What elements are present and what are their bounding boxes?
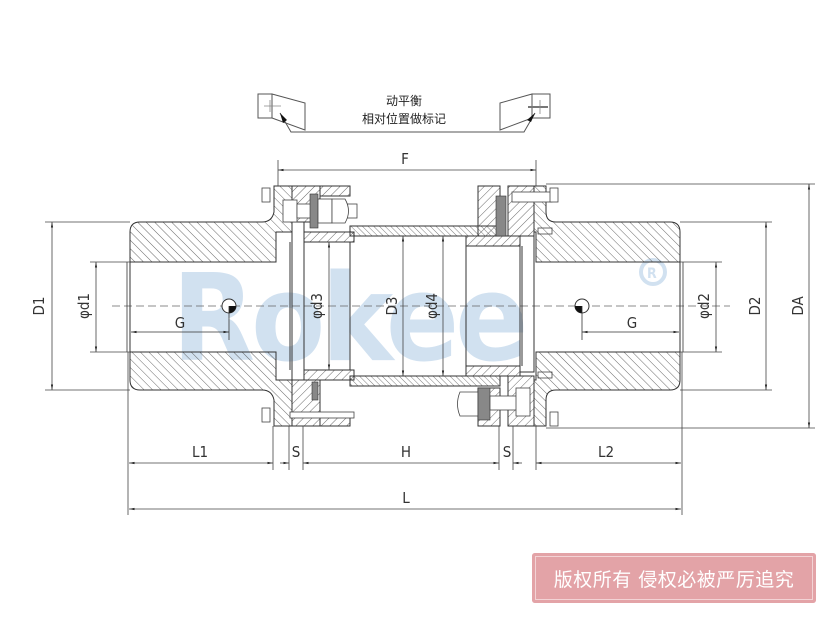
right-flange-assembly bbox=[457, 185, 559, 427]
dim-d3-bore: φd3 bbox=[308, 293, 326, 319]
dim-g-left: G bbox=[175, 314, 185, 332]
svg-text:R: R bbox=[647, 266, 657, 282]
g-marker-left: G bbox=[131, 298, 237, 340]
right-hub bbox=[533, 185, 684, 427]
dim-d2-outer: D2 bbox=[746, 297, 764, 316]
inner-bores bbox=[289, 242, 523, 370]
dim-da: DA bbox=[789, 296, 807, 316]
dim-d1-bore: φd1 bbox=[75, 293, 93, 319]
left-flange-assembly bbox=[261, 185, 358, 427]
dim-l2: L2 bbox=[598, 443, 614, 461]
balance-note-line1: 动平衡 bbox=[386, 94, 422, 108]
dim-d2-bore: φd2 bbox=[695, 293, 713, 319]
dim-l-total: L bbox=[402, 489, 410, 507]
dim-s-right: S bbox=[503, 443, 512, 461]
g-marker-right: G bbox=[574, 298, 679, 340]
dim-l1: L1 bbox=[192, 443, 208, 461]
balance-note-line2: 相对位置做标记 bbox=[362, 111, 446, 126]
dim-d4: φd4 bbox=[423, 293, 441, 319]
dim-f: F bbox=[401, 150, 409, 168]
copyright-stamp: 版权所有 侵权必被严厉追究 bbox=[532, 553, 816, 603]
dim-g-right: G bbox=[627, 314, 637, 332]
dim-s-left: S bbox=[292, 443, 301, 461]
dimension-lines bbox=[45, 160, 815, 515]
dim-d3-outer: D3 bbox=[383, 297, 401, 316]
dim-h: H bbox=[401, 443, 411, 461]
balance-mark-note: 动平衡 相对位置做标记 bbox=[257, 93, 551, 133]
dim-d1-outer: D1 bbox=[30, 297, 48, 316]
copyright-text: 版权所有 侵权必被严厉追究 bbox=[553, 568, 795, 591]
left-hub bbox=[126, 185, 293, 427]
